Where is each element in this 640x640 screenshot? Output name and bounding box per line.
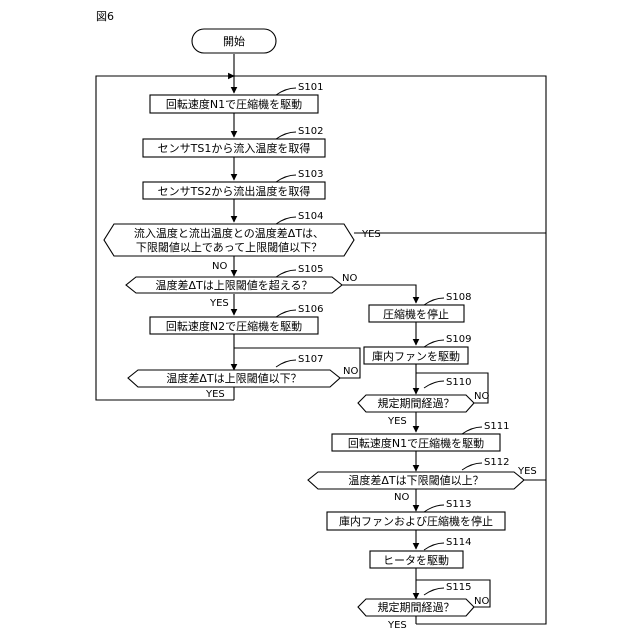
s110-yes-label: YES [387,416,407,427]
step-s106: 回転速度N2で圧縮機を駆動 S106 [150,304,323,334]
s105-no-label: NO [342,273,357,284]
step-s109-id: S109 [446,334,471,345]
step-s108-id: S108 [446,292,471,303]
step-s113-text: 庫内ファンおよび圧縮機を停止 [339,514,493,528]
s115-no-label: NO [474,596,489,607]
s107-yes-label: YES [205,389,225,400]
decision-s104-id: S104 [298,211,323,222]
step-s109-text: 庫内ファンを駆動 [372,349,460,363]
decision-s105-id: S105 [298,264,323,275]
s107-no-label: NO [343,366,358,377]
decision-s104-line2: 下限閾値以上であって上限閾値以下？ [136,241,322,254]
step-s111-text: 回転速度N1で圧縮機を駆動 [348,436,484,450]
step-s113-id: S113 [446,499,471,510]
step-s114-id: S114 [446,537,471,548]
decision-s105-text: 温度差ΔTは上限閾値を超える？ [156,278,313,292]
decision-s107-text: 温度差ΔTは上限閾値以下？ [166,371,301,385]
step-s114-text: ヒータを駆動 [383,553,449,567]
step-s109: 庫内ファンを駆動 S109 [364,334,471,364]
step-s101-id: S101 [298,82,323,93]
decision-s110-id: S110 [446,377,471,388]
step-s103-text: センサTS2から流出温度を取得 [158,184,311,198]
step-s101: 回転速度N1で圧縮機を駆動 S101 [150,82,323,113]
s115-yes-label: YES [387,620,407,631]
decision-s112-text: 温度差ΔTは下限閾値以上？ [348,473,483,487]
step-s103-id: S103 [298,169,323,180]
step-s111-id: S111 [484,421,509,432]
s110-no-label: NO [474,391,489,402]
decision-s112-id: S112 [484,457,509,468]
step-s106-id: S106 [298,304,323,315]
step-s114: ヒータを駆動 S114 [370,537,471,568]
step-s106-text: 回転速度N2で圧縮機を駆動 [166,319,302,333]
decision-s107-id: S107 [298,354,323,365]
s105-yes-label: YES [209,298,229,309]
step-s102-text: センサTS1から流入温度を取得 [158,141,311,155]
s104-yes-label: YES [361,229,381,240]
step-s111: 回転速度N1で圧縮機を駆動 S111 [332,421,509,451]
decision-s104: 流入温度と流出温度との温度差ΔTは、 下限閾値以上であって上限閾値以下？ S10… [104,211,354,256]
start-label: 開始 [223,34,245,48]
decision-s115-text: 規定期間経過？ [378,600,455,614]
start-terminal: 開始 [192,29,276,53]
step-s108-text: 圧縮機を停止 [383,307,449,321]
s104-no-label: NO [212,261,227,272]
decision-s115-id: S115 [446,582,471,593]
decision-s110-text: 規定期間経過？ [378,396,455,410]
s112-yes-label: YES [517,466,537,477]
decision-s104-line1: 流入温度と流出温度との温度差ΔTは、 [134,226,324,240]
step-s102-id: S102 [298,126,323,137]
s112-no-label: NO [394,492,409,503]
step-s108: 圧縮機を停止 S108 [369,292,471,322]
figure-label: 図6 [96,10,114,23]
step-s101-text: 回転速度N1で圧縮機を駆動 [166,97,302,111]
